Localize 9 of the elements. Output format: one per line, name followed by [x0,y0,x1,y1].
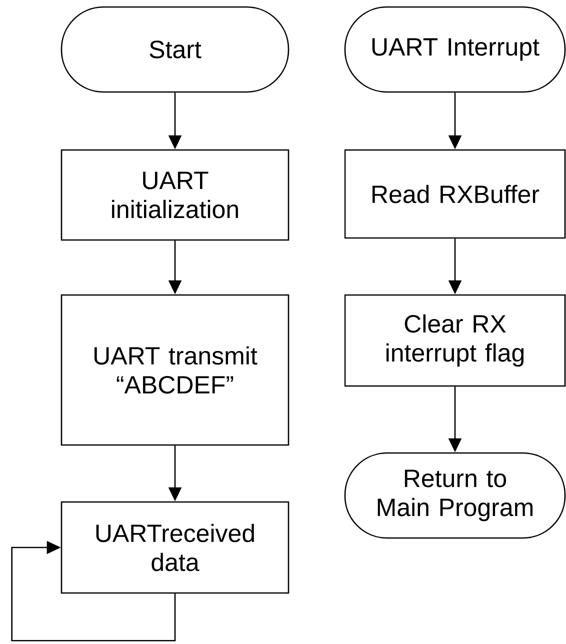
process-box: UART transmit “ABCDEF” [60,294,290,446]
terminal-stadium: Start [60,6,290,93]
terminal-stadium: UART Interrupt [344,6,566,93]
arrow [11,540,176,642]
process-box: Read RXBuffer [344,149,566,239]
process-box: UART initialization [60,149,290,241]
terminal-stadium: Return to Main Program [344,452,566,539]
process-box: Clear RX interrupt flag [344,294,566,387]
process-box: UARTreceived data [60,501,290,594]
